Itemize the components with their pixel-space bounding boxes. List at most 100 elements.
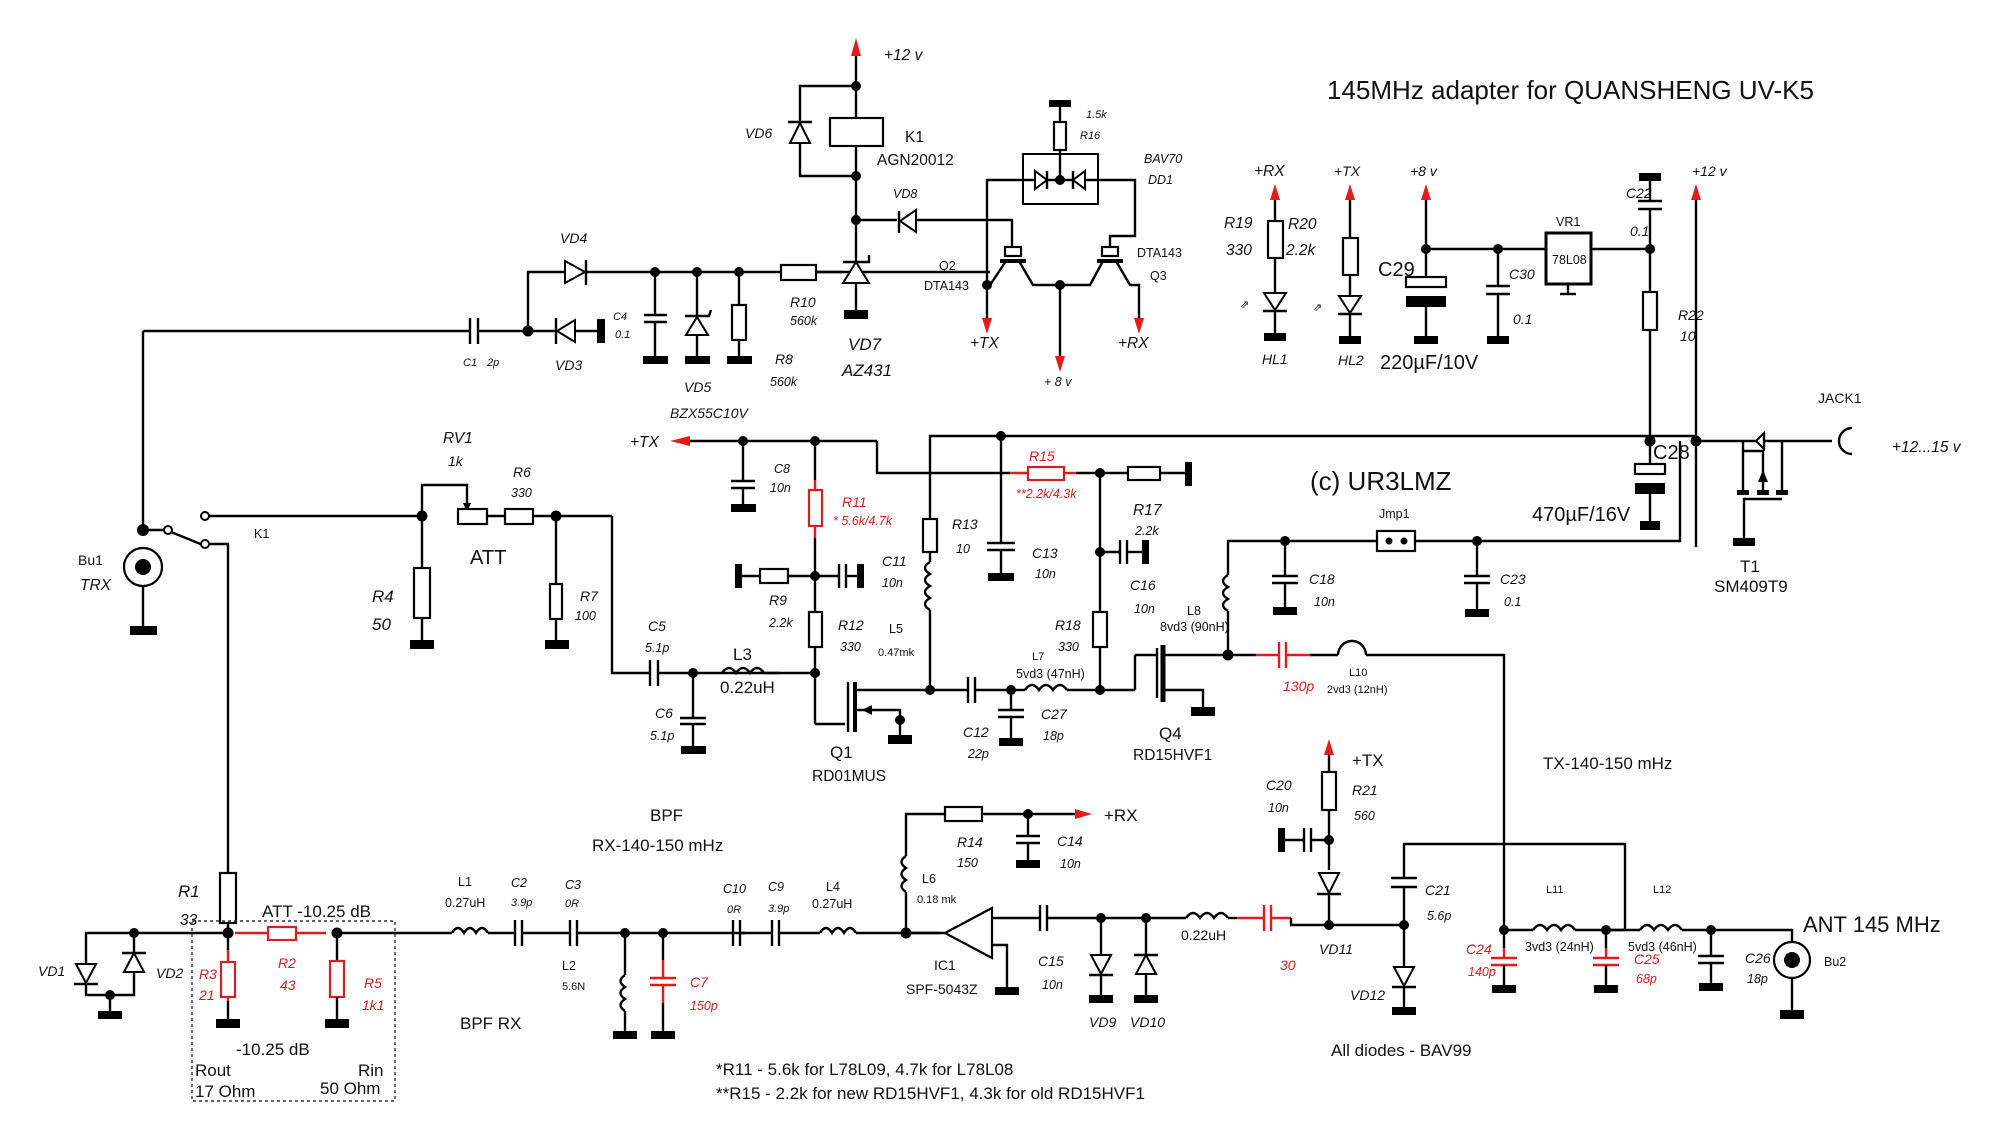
c10-capacitor: C10 0R xyxy=(723,882,772,946)
r9-resistor: R9 2.2k xyxy=(735,564,820,630)
k1-relay-contact: K1 xyxy=(143,511,422,930)
r17-ref: R17 xyxy=(1133,502,1163,519)
c15-capacitor: C15 10n xyxy=(992,905,1146,992)
r11-resistor: R11 * 5.6k/4.7k xyxy=(807,436,893,612)
c27-capacitor: C27 18p xyxy=(998,685,1068,746)
arrow-up-icon xyxy=(1421,184,1431,200)
c15-ref: C15 xyxy=(1038,953,1064,969)
rail-8v-reg: +8 v xyxy=(1410,163,1438,179)
vd9-diode: VD9 xyxy=(1089,913,1116,1030)
l8-inductor: L8 8vd3 (90nH) xyxy=(1160,441,1682,661)
c28-electrolytic: C28 470µF/16V xyxy=(1532,435,1690,530)
c22-ref: C22 xyxy=(1626,185,1652,201)
r10-ref: R10 xyxy=(790,294,816,310)
c1-ref: C1 xyxy=(463,357,477,369)
rail-12v-top: +12 v xyxy=(884,47,924,64)
rail-rx-hl1: +RX xyxy=(1254,163,1285,180)
arrow-down-icon xyxy=(1055,356,1065,372)
r1-value: 33 xyxy=(180,912,198,929)
c24-capacitor: C24 140p xyxy=(1466,925,1517,993)
tx-band-label: TX-140-150 mHz xyxy=(1543,754,1672,773)
rail-tx-q2: +TX xyxy=(970,335,1000,352)
c21-value: 5.6p xyxy=(1427,909,1451,923)
l11-value: 3vd3 (24nH) xyxy=(1525,940,1594,954)
q4-value: RD15HVF1 xyxy=(1133,747,1212,764)
note-r15: **R15 - 2.2k for new RD15HVF1, 4.3k for … xyxy=(716,1084,1145,1103)
c30-ref: C30 xyxy=(1509,266,1535,282)
r21-ref: R21 xyxy=(1352,782,1378,798)
l7-value: 5vd3 (47nH) xyxy=(1016,667,1085,681)
r4-value: 50 xyxy=(372,615,391,634)
q2-transistor: Q2 DTA143 +TX xyxy=(924,245,1060,352)
c26-value: 18p xyxy=(1747,972,1768,986)
arrow-up-icon xyxy=(851,38,861,56)
q2-ref: Q2 xyxy=(939,259,956,273)
vd6-diode: VD6 xyxy=(745,84,856,178)
r20-ref: R20 xyxy=(1288,216,1317,233)
r13-ref: R13 xyxy=(952,516,978,532)
c9-ref: C9 xyxy=(768,880,784,894)
rail-8v-switch: + 8 v xyxy=(1044,375,1072,389)
q3-value: DTA143 xyxy=(1137,246,1182,260)
c6-ref: C6 xyxy=(655,705,673,721)
vd3-ref: VD3 xyxy=(555,357,582,373)
bpf-rx-label: BPF RX xyxy=(460,1014,521,1033)
c9-capacitor: C9 3.9p xyxy=(768,880,820,946)
r17-value: 2.2k xyxy=(1134,524,1159,538)
c12-value: 22p xyxy=(967,747,989,761)
rv1-potentiometer: RV1 1k xyxy=(416,430,489,526)
c11-ref: C11 xyxy=(882,553,907,569)
r22-resistor: R22 10 xyxy=(1641,290,1704,441)
c23-ref: C23 xyxy=(1500,571,1526,587)
c3-value: 0R xyxy=(565,898,579,910)
rv1-ref: RV1 xyxy=(443,430,473,447)
r6-ref: R6 xyxy=(513,464,531,480)
r22-value: 10 xyxy=(1680,328,1696,344)
k1-ref: K1 xyxy=(905,129,924,146)
bu2-antenna-connector[interactable]: ANT 145 MHz Bu2 xyxy=(1711,912,1941,1019)
l1-ref: L1 xyxy=(458,875,472,889)
r4-ref: R4 xyxy=(372,587,394,606)
r22-ref: R22 xyxy=(1678,307,1704,323)
att-section-label: ATT xyxy=(470,547,506,569)
ic1-value: SPF-5043Z xyxy=(906,981,978,997)
jmp1-jumper[interactable]: Jmp1 xyxy=(1375,507,1417,553)
vr1-voltage-regulator: VR1 78L08 xyxy=(1544,215,1650,296)
r16-ref: R16 xyxy=(1080,130,1101,142)
jack1-dc-input[interactable]: JACK1 +12...15 v xyxy=(1818,390,1962,456)
c14-capacitor: C14 10n xyxy=(1016,814,1083,871)
c18-ref: C18 xyxy=(1309,571,1335,587)
c5-capacitor: C5 5.1p xyxy=(610,516,780,686)
c22-value: 0.1 xyxy=(1630,223,1649,239)
r21-resistor: +TX R21 560 xyxy=(1320,739,1384,870)
r15-value: **2.2k/4.3k xyxy=(1016,487,1077,501)
r13-resistor: R13 10 L5 0.47mk xyxy=(878,434,1696,695)
r3-resistor: R3 21 xyxy=(198,927,240,1028)
c7-ref: C7 xyxy=(690,974,709,990)
c1-capacitor: C1 2p xyxy=(143,318,528,369)
r11-value: * 5.6k/4.7k xyxy=(833,514,893,528)
c2-capacitor: C2 3.9p xyxy=(511,876,570,946)
c13-value: 10n xyxy=(1035,567,1056,581)
vd5-value: BZX55C10V xyxy=(670,405,749,421)
q1-value: RD01MUS xyxy=(812,768,886,785)
arrow-down-icon xyxy=(1134,318,1144,334)
l8-value: 8vd3 (90nH) xyxy=(1160,620,1229,634)
arrow-right-icon xyxy=(1075,809,1092,819)
r12-value: 330 xyxy=(840,640,861,654)
c7-capacitor: C7 150p xyxy=(650,928,718,1039)
c4-capacitor: C4 0.1 xyxy=(613,267,668,364)
rail-rx-r14: +RX xyxy=(1104,806,1138,825)
c13-capacitor: C13 10n xyxy=(987,431,1058,581)
c14-value: 10n xyxy=(1060,857,1081,871)
c5-ref: C5 xyxy=(648,618,666,634)
c27-value: 18p xyxy=(1043,729,1064,743)
jack1-ref: JACK1 xyxy=(1818,390,1862,406)
hl1-ref: HL1 xyxy=(1262,351,1288,367)
t1-value: SM409T9 xyxy=(1714,577,1788,596)
r20-value: 2.2k xyxy=(1285,242,1317,259)
q3-ref: Q3 xyxy=(1150,269,1167,283)
c8-capacitor: C8 10n xyxy=(731,436,791,512)
c25-value: 68p xyxy=(1636,972,1657,986)
c18-value: 10n xyxy=(1314,595,1335,609)
